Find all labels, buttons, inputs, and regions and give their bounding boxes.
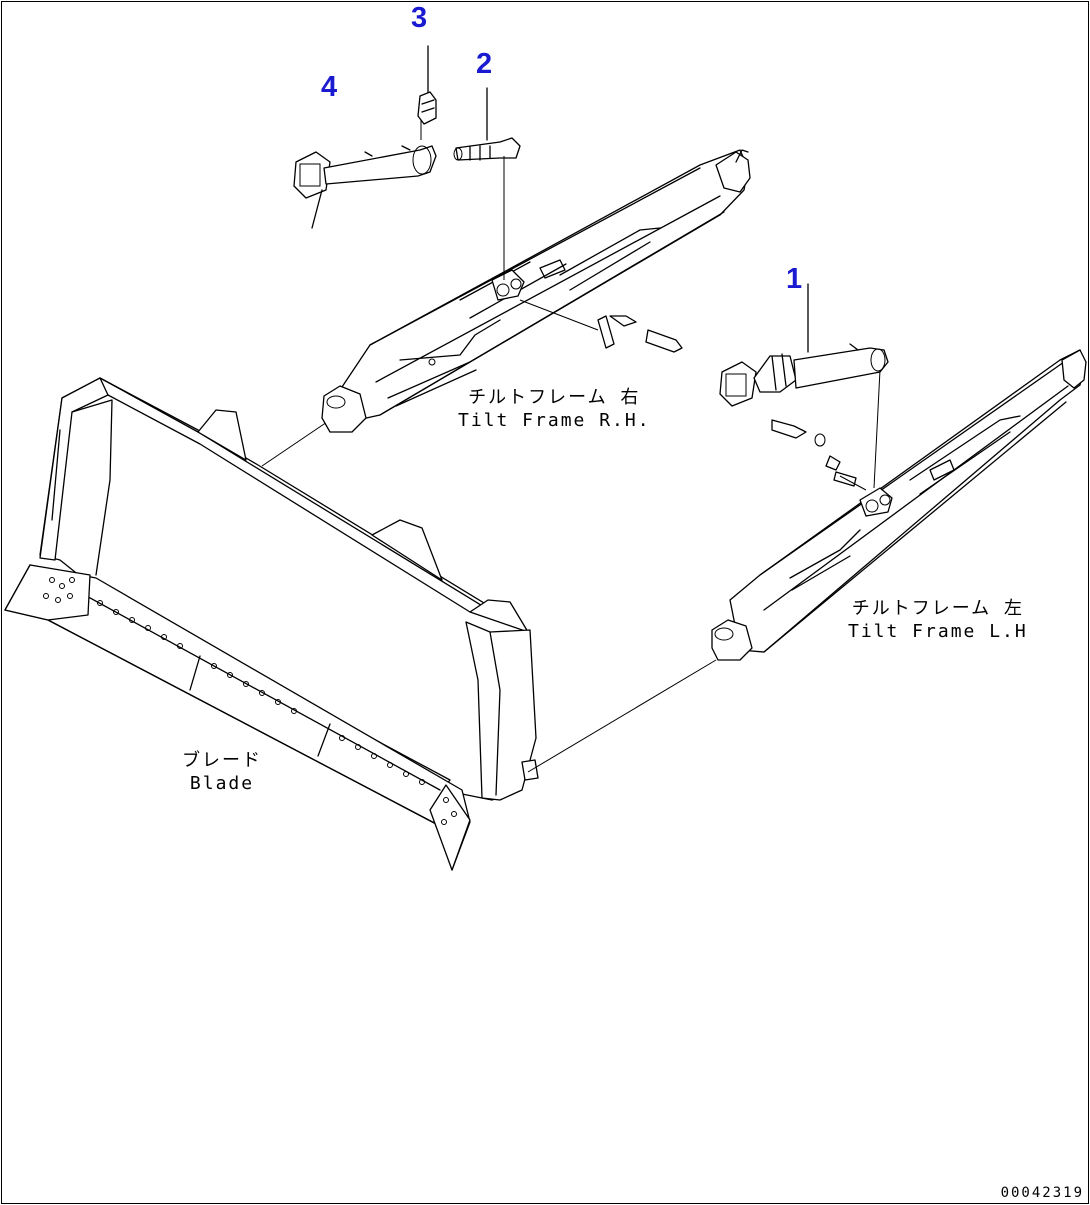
part-4-cylinder-drawing: [293, 118, 437, 229]
callout-4: 4: [321, 71, 338, 103]
leader-blade-lh: [527, 659, 717, 773]
tilt-frame-lh-label-jp: チルトフレーム 左: [851, 598, 1024, 619]
tilt-frame-lh-label: チルトフレーム 左 Tilt Frame L.H: [848, 597, 1028, 643]
callout-1: 1: [786, 263, 803, 295]
drawing-code: 00042319: [1000, 1185, 1084, 1201]
callout-2: 2: [476, 48, 493, 80]
blade-label-en: Blade: [189, 773, 255, 794]
tilt-frame-rh-label: チルトフレーム 右 Tilt Frame R.H.: [458, 386, 651, 432]
blade-label-jp: ブレード: [182, 750, 262, 771]
tilt-frame-rh-label-jp: チルトフレーム 右: [468, 387, 641, 408]
part-1-cylinder-drawing: [719, 283, 889, 489]
callout-3: 3: [411, 2, 428, 34]
tilt-frame-lh-label-en: Tilt Frame L.H: [848, 621, 1028, 642]
tilt-frame-rh-label-en: Tilt Frame R.H.: [458, 410, 651, 431]
tilt-frame-lh-drawing: [711, 349, 1087, 661]
tilt-frame-rh-drawing: [321, 149, 751, 433]
blade-drawing: [4, 377, 539, 871]
part-3-fitting-drawing: [417, 45, 437, 125]
blade-label: ブレード Blade: [182, 749, 262, 795]
part-2-pin-drawing: [453, 87, 521, 280]
leader-blade-rh: [261, 419, 331, 467]
